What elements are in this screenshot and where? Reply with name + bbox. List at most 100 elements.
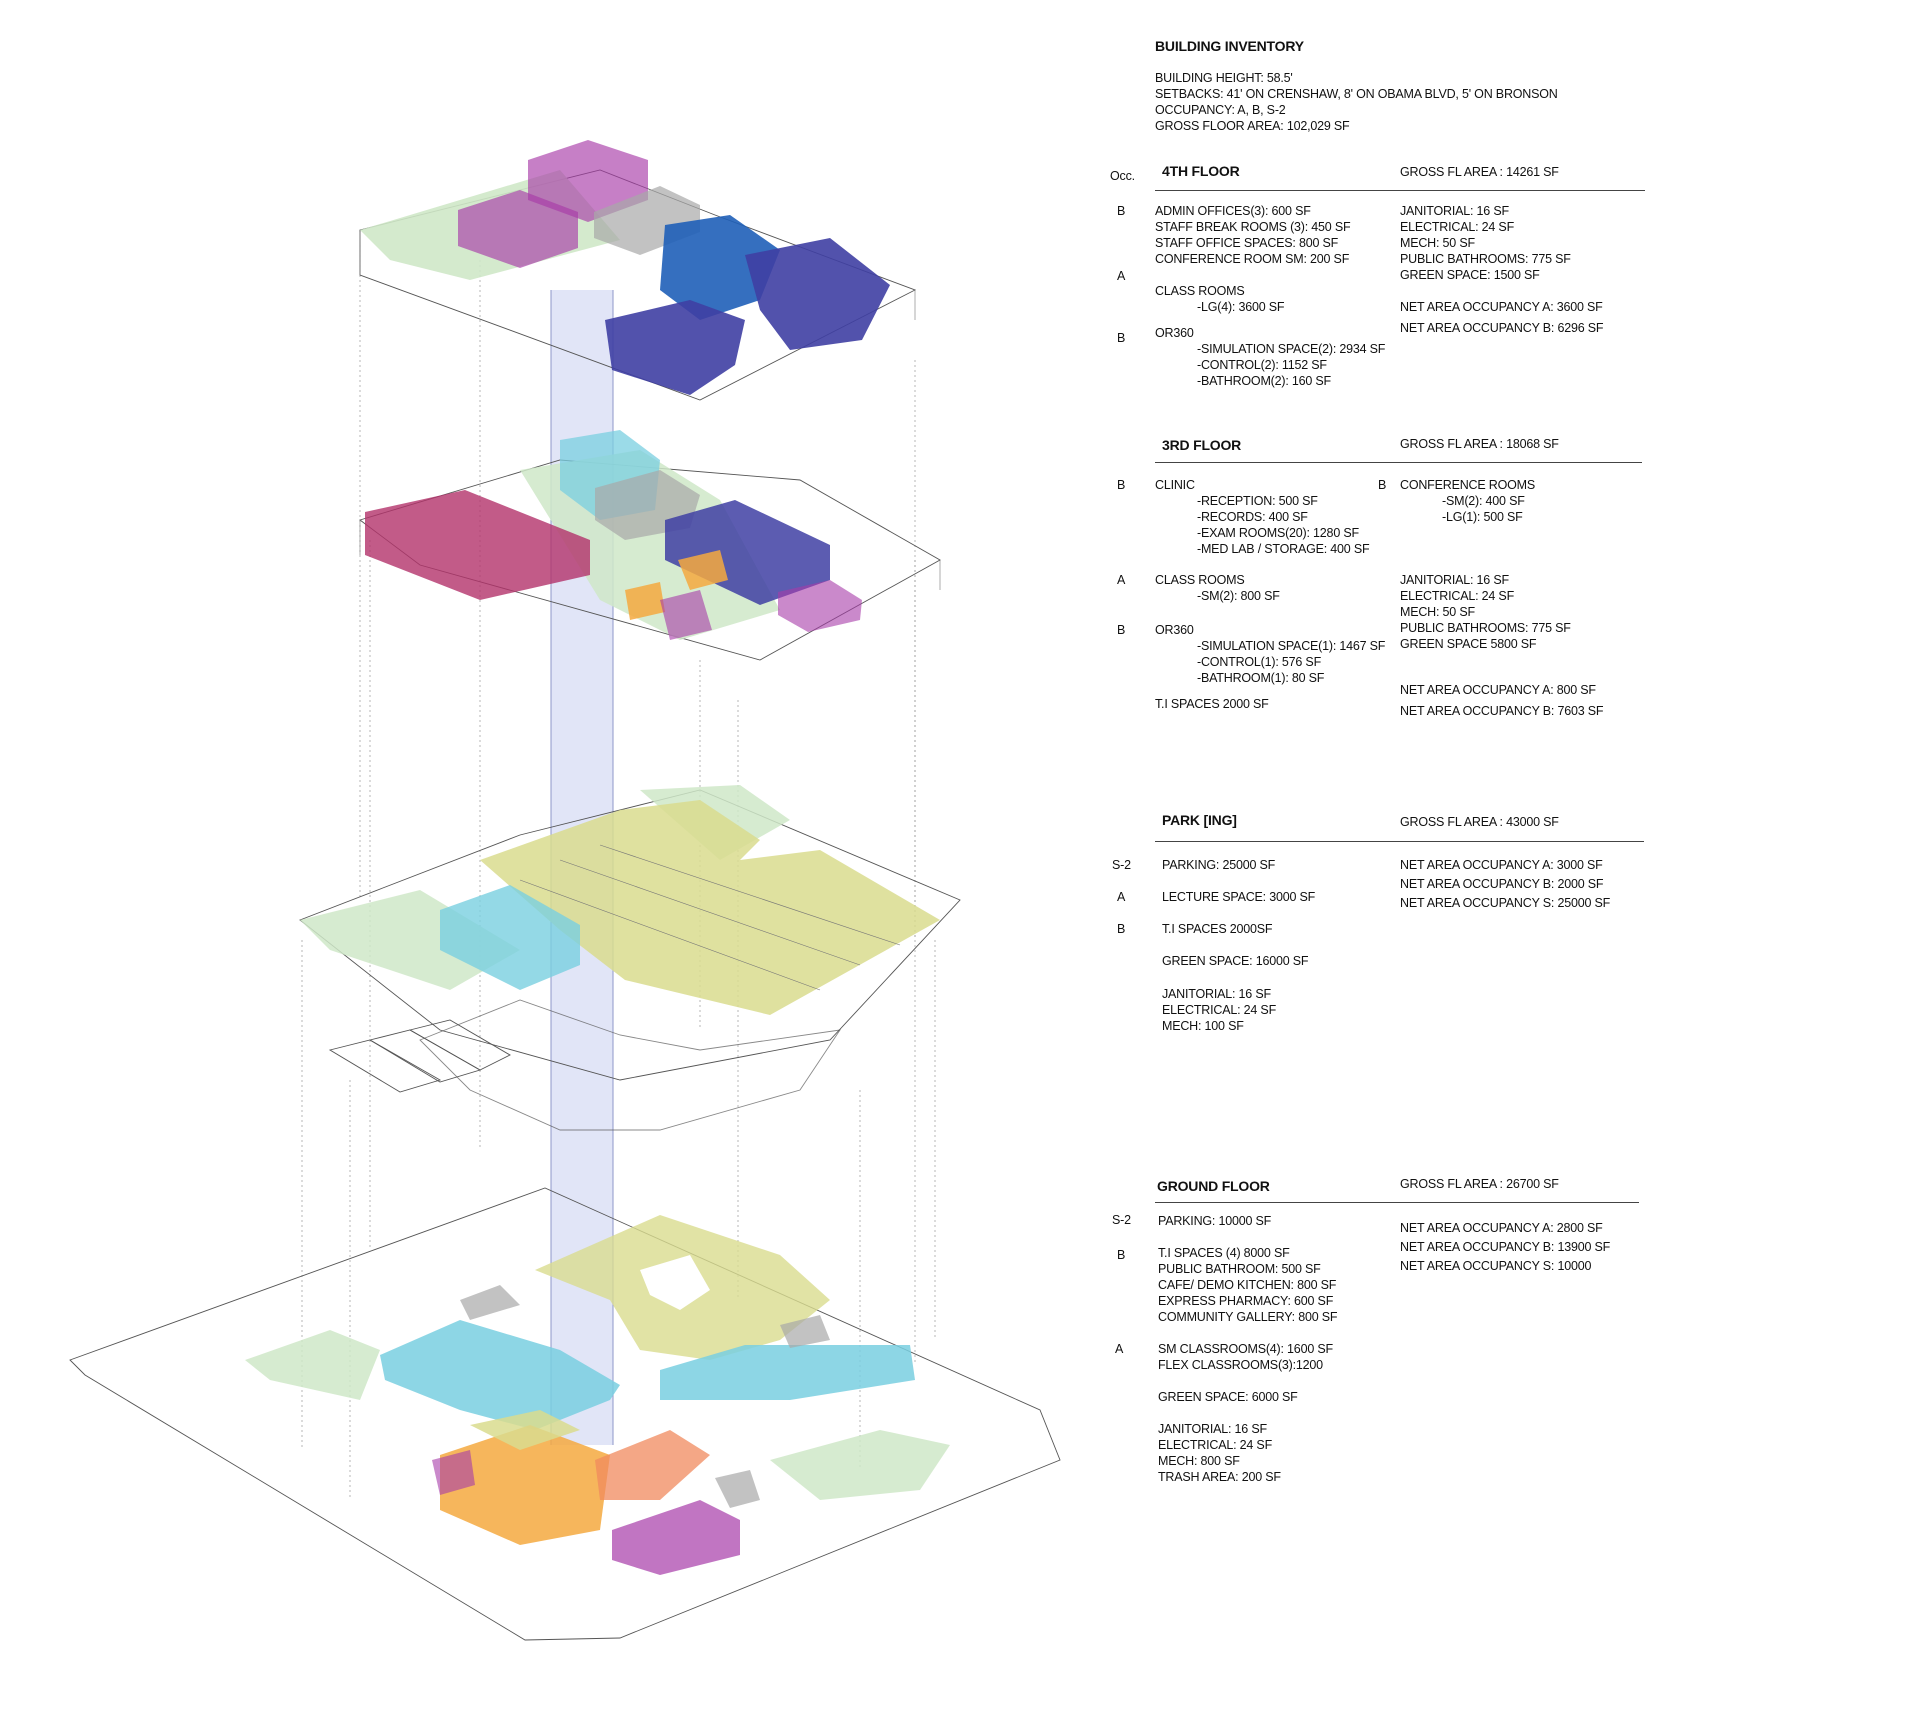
floor3-gross-area: GROSS FL AREA : 18068 SF (1400, 437, 1559, 451)
room-item: JANITORIAL: 16 SF (1158, 1422, 1267, 1436)
room-item: OR360 (1155, 623, 1194, 637)
net-area-item: NET AREA OCCUPANCY A: 800 SF (1400, 683, 1596, 697)
room-item: MECH: 800 SF (1158, 1454, 1240, 1468)
room-item: -BATHROOM(2): 160 SF (1197, 374, 1331, 388)
summary-line: OCCUPANCY: A, B, S-2 (1155, 103, 1286, 117)
ground-occ: A (1115, 1342, 1124, 1356)
floor3-right-list: CONFERENCE ROOMS -SM(2): 400 SF -LG(1): … (1400, 477, 1604, 719)
room-item: ADMIN OFFICES(3): 600 SF (1155, 204, 1311, 218)
landscape-plate (328, 999, 841, 1131)
floor3-occ: B (1117, 623, 1126, 637)
room-item: EXPRESS PHARMACY: 600 SF (1158, 1294, 1334, 1308)
ground-right-list: NET AREA OCCUPANCY A: 2800 SF NET AREA O… (1400, 1220, 1610, 1274)
inventory-title: BUILDING INVENTORY (1155, 38, 1304, 54)
room-item: -CONTROL(1): 576 SF (1197, 655, 1322, 669)
room-item: LECTURE SPACE: 3000 SF (1162, 890, 1316, 904)
floor4-left-list: ADMIN OFFICES(3): 600 SF STAFF BREAK ROO… (1155, 203, 1385, 389)
room-item: PUBLIC BATHROOMS: 775 SF (1400, 621, 1571, 635)
net-area-item: NET AREA OCCUPANCY A: 3000 SF (1400, 858, 1603, 872)
room-item: -BATHROOM(1): 80 SF (1197, 671, 1325, 685)
fourth-floor-plate (359, 140, 917, 401)
parking-occ: B (1117, 922, 1126, 936)
room-item: JANITORIAL: 16 SF (1400, 204, 1509, 218)
net-area-item: NET AREA OCCUPANCY B: 7603 SF (1400, 704, 1604, 718)
room-item: GREEN SPACE: 1500 SF (1400, 268, 1540, 282)
parking-occ: S-2 (1112, 858, 1131, 872)
summary-line: BUILDING HEIGHT: 58.5' (1155, 71, 1293, 85)
room-item: PUBLIC BATHROOMS: 775 SF (1400, 252, 1571, 266)
floor3-occ-right: B (1378, 478, 1387, 492)
building-summary: BUILDING HEIGHT: 58.5' SETBACKS: 41' ON … (1155, 70, 1558, 134)
room-item: T.I SPACES 2000 SF (1155, 697, 1269, 711)
room-item: CONFERENCE ROOMS (1400, 478, 1536, 492)
ground-occ: S-2 (1112, 1213, 1131, 1227)
room-item: GREEN SPACE: 6000 SF (1158, 1390, 1298, 1404)
net-area-item: NET AREA OCCUPANCY A: 3600 SF (1400, 300, 1603, 314)
room-item: STAFF BREAK ROOMS (3): 450 SF (1155, 220, 1351, 234)
room-item: STAFF OFFICE SPACES: 800 SF (1155, 236, 1339, 250)
ground-occ: B (1117, 1248, 1126, 1262)
ground-left-list: PARKING: 10000 SF T.I SPACES (4) 8000 SF… (1158, 1213, 1338, 1485)
room-item: PUBLIC BATHROOM: 500 SF (1158, 1262, 1321, 1276)
floor3-title: 3RD FLOOR (1162, 437, 1242, 453)
room-item: -SIMULATION SPACE(2): 2934 SF (1197, 342, 1386, 356)
floor4-rule (1155, 190, 1645, 191)
room-item: CAFE/ DEMO KITCHEN: 800 SF (1158, 1278, 1337, 1292)
room-item: FLEX CLASSROOMS(3):1200 (1158, 1358, 1323, 1372)
room-item: ELECTRICAL: 24 SF (1400, 220, 1515, 234)
room-item: MECH: 50 SF (1400, 236, 1475, 250)
room-item: -MED LAB / STORAGE: 400 SF (1197, 542, 1370, 556)
room-item: TRASH AREA: 200 SF (1158, 1470, 1281, 1484)
ground-floor-plate (69, 1187, 1061, 1641)
room-item: PARKING: 10000 SF (1158, 1214, 1272, 1228)
room-item: ELECTRICAL: 24 SF (1158, 1438, 1273, 1452)
third-floor-plate (359, 430, 941, 661)
room-item: -SM(2): 400 SF (1442, 494, 1525, 508)
floor4-occ: B (1117, 204, 1126, 218)
floor4-gross-area: GROSS FL AREA : 14261 SF (1400, 165, 1559, 179)
room-item: ELECTRICAL: 24 SF (1400, 589, 1515, 603)
room-item: MECH: 50 SF (1400, 605, 1475, 619)
room-item: JANITORIAL: 16 SF (1162, 987, 1271, 1001)
room-item: CLINIC (1155, 478, 1195, 492)
exploded-axonometric-diagram: .edge { fill:none; stroke:#555; stroke-w… (69, 140, 1061, 1641)
floor4-right-list: JANITORIAL: 16 SF ELECTRICAL: 24 SF MECH… (1400, 203, 1604, 336)
room-item: GREEN SPACE: 16000 SF (1162, 954, 1309, 968)
room-item: -EXAM ROOMS(20): 1280 SF (1197, 526, 1359, 540)
room-item: -RECEPTION: 500 SF (1197, 494, 1318, 508)
room-item: MECH: 100 SF (1162, 1019, 1244, 1033)
floor4-occ: B (1117, 331, 1126, 345)
net-area-item: NET AREA OCCUPANCY S: 10000 (1400, 1259, 1592, 1273)
parking-right-list: NET AREA OCCUPANCY A: 3000 SF NET AREA O… (1400, 857, 1610, 911)
parking-occ: A (1117, 890, 1126, 904)
parking-left-list: PARKING: 25000 SF LECTURE SPACE: 3000 SF… (1162, 857, 1315, 1034)
room-item: T.I SPACES 2000SF (1162, 922, 1273, 936)
room-item: OR360 (1155, 326, 1194, 340)
net-area-item: NET AREA OCCUPANCY B: 6296 SF (1400, 321, 1604, 335)
parking-rule (1155, 841, 1644, 842)
room-item: -SIMULATION SPACE(1): 1467 SF (1197, 639, 1386, 653)
parking-gross-area: GROSS FL AREA : 43000 SF (1400, 815, 1559, 829)
ground-gross-area: GROSS FL AREA : 26700 SF (1400, 1177, 1559, 1191)
floor4-title: 4TH FLOOR (1162, 163, 1240, 179)
summary-line: SETBACKS: 41' ON CRENSHAW, 8' ON OBAMA B… (1155, 87, 1558, 101)
room-item: GREEN SPACE 5800 SF (1400, 637, 1537, 651)
ground-rule (1155, 1202, 1639, 1203)
room-item: -LG(4): 3600 SF (1197, 300, 1285, 314)
floor3-occ: B (1117, 478, 1126, 492)
room-item: -SM(2): 800 SF (1197, 589, 1280, 603)
net-area-item: NET AREA OCCUPANCY B: 13900 SF (1400, 1240, 1611, 1254)
net-area-item: NET AREA OCCUPANCY B: 2000 SF (1400, 877, 1604, 891)
floor3-left-list: CLINIC -RECEPTION: 500 SF -RECORDS: 400 … (1155, 477, 1385, 712)
room-item: T.I SPACES (4) 8000 SF (1158, 1246, 1290, 1260)
room-item: -CONTROL(2): 1152 SF (1197, 358, 1327, 372)
summary-line: GROSS FLOOR AREA: 102,029 SF (1155, 119, 1350, 133)
occupancy-column-label: Occ. (1110, 169, 1135, 183)
net-area-item: NET AREA OCCUPANCY S: 25000 SF (1400, 896, 1611, 910)
ground-title: GROUND FLOOR (1157, 1178, 1270, 1194)
room-item: COMMUNITY GALLERY: 800 SF (1158, 1310, 1338, 1324)
floor3-occ: A (1117, 573, 1126, 587)
room-item: CLASS ROOMS (1155, 284, 1245, 298)
floor3-rule (1155, 462, 1642, 463)
room-item: CLASS ROOMS (1155, 573, 1245, 587)
